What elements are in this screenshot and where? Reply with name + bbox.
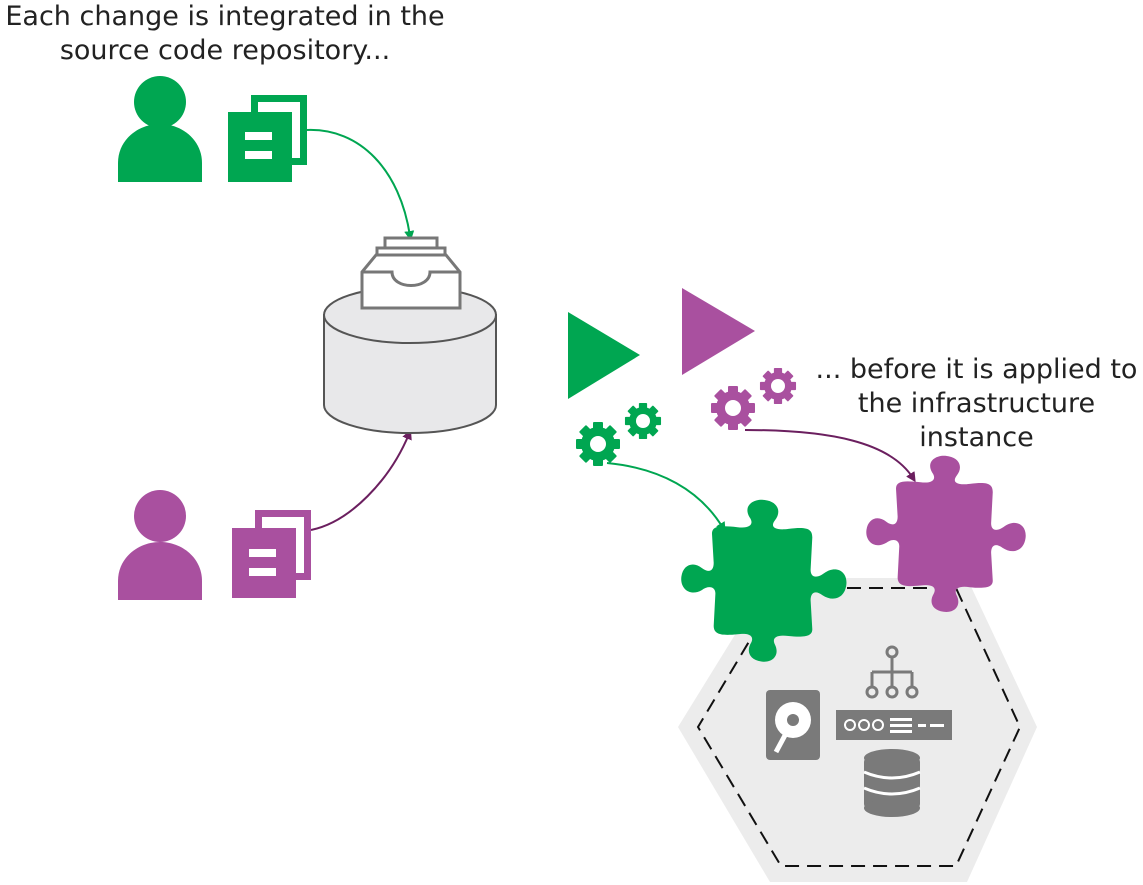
inbox-tray-icon (360, 236, 462, 310)
caption-top-line-2: source code repository... (59, 35, 391, 66)
user-icon-green (118, 76, 202, 182)
network-tree-icon (865, 645, 919, 699)
arrow-green-gears-to-puzzle (606, 462, 726, 533)
arrow-purple-gears-to-puzzle (744, 429, 916, 483)
caption-right-line-1: ... before it is applied to (815, 354, 1138, 385)
gears-icon-purple (711, 367, 797, 430)
server-rack-icon (836, 710, 952, 740)
caption-infrastructure-instance: ... before it is applied to the infrastr… (810, 353, 1143, 455)
caption-top-line-1: Each change is integrated in the (5, 1, 445, 32)
documents-icon-green (228, 95, 307, 182)
caption-right-line-3: instance (919, 422, 1034, 453)
arrow-green-docs-to-repo (306, 128, 415, 241)
documents-icon-purple (232, 510, 311, 598)
play-icon-green (568, 312, 640, 399)
gears-icon-green (576, 402, 662, 466)
caption-right-line-2: the infrastructure (857, 388, 1096, 419)
arrow-purple-docs-to-repo (310, 429, 412, 531)
user-icon-purple (118, 490, 202, 600)
hard-drive-icon (766, 690, 820, 760)
caption-source-repository: Each change is integrated in the source … (0, 0, 450, 68)
play-icon-purple (682, 288, 755, 375)
database-icon (863, 749, 921, 817)
